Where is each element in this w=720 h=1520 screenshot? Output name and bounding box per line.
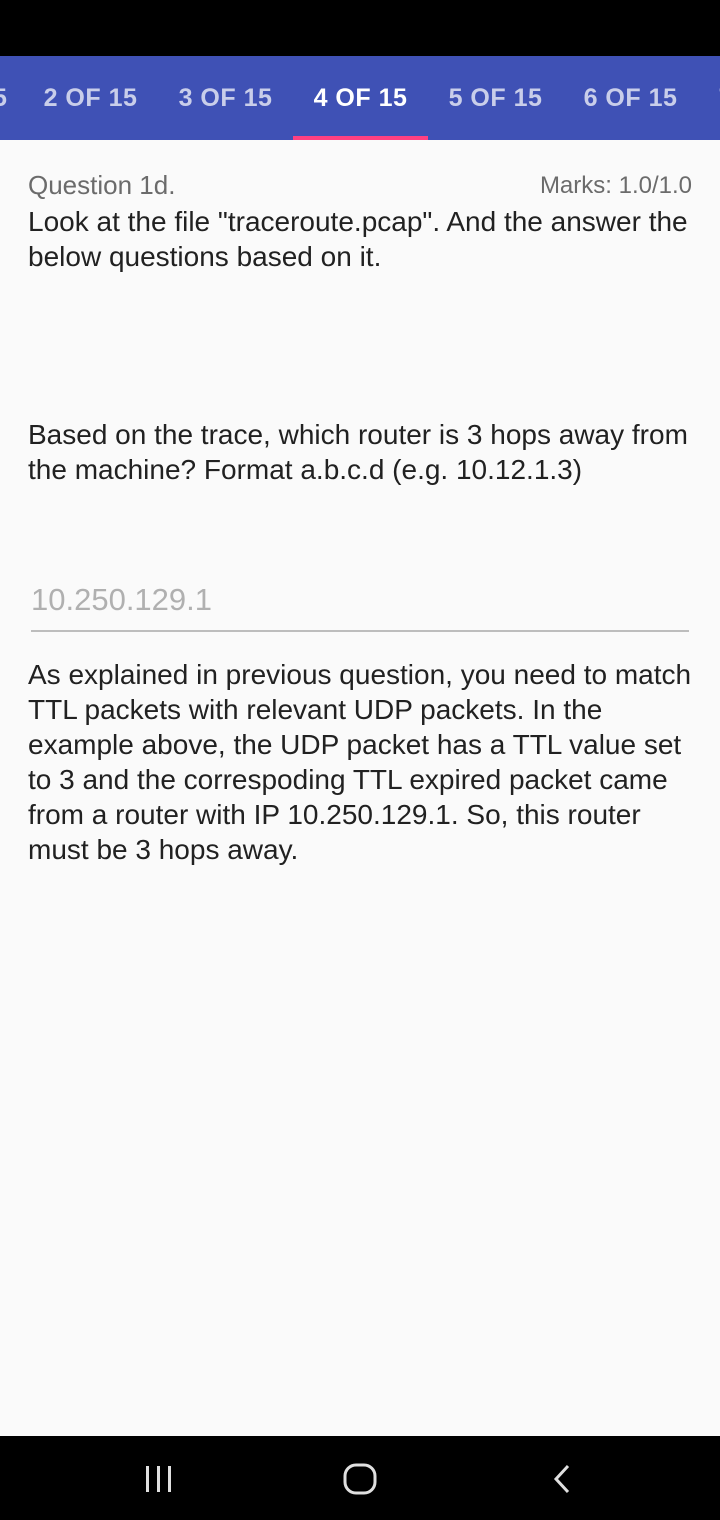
answer-field[interactable]: 10.250.129.1: [31, 576, 689, 632]
system-navigation-bar: [0, 1436, 720, 1520]
tab-question-1[interactable]: 1 OF 15: [0, 56, 28, 140]
tab-question-3[interactable]: 3 OF 15: [178, 83, 273, 112]
question-intro: Look at the file "traceroute.pcap". And …: [28, 206, 688, 272]
home-icon[interactable]: [311, 1436, 411, 1520]
status-bar: [0, 0, 720, 56]
question-number: Question 1d.: [28, 170, 176, 200]
tab-question-4[interactable]: 4 OF 15: [313, 83, 408, 112]
question-marks: Marks: 1.0/1.0: [539, 172, 692, 199]
tab-question-7[interactable]: 7 OF 15: [698, 56, 720, 140]
answer-value[interactable]: 10.250.129.1: [31, 582, 213, 617]
recents-icon[interactable]: [110, 1436, 210, 1520]
answer-feedback: As explained in previous question, you n…: [28, 659, 692, 865]
back-icon[interactable]: [512, 1436, 612, 1520]
question-tab-bar[interactable]: 1 OF 15 2 OF 15 3 OF 15 4 OF 15 5 OF 15 …: [0, 56, 720, 140]
tab-question-2[interactable]: 2 OF 15: [43, 83, 138, 112]
question-header: Question 1d. Marks: 1.0/1.0: [28, 170, 692, 204]
question-content[interactable]: Question 1d. Marks: 1.0/1.0 Look at the …: [0, 140, 720, 1436]
tab-question-5[interactable]: 5 OF 15: [448, 83, 543, 112]
active-tab-indicator: [293, 136, 428, 140]
tab-question-6[interactable]: 6 OF 15: [583, 83, 678, 112]
question-prompt: Based on the trace, which router is 3 ho…: [28, 419, 688, 485]
